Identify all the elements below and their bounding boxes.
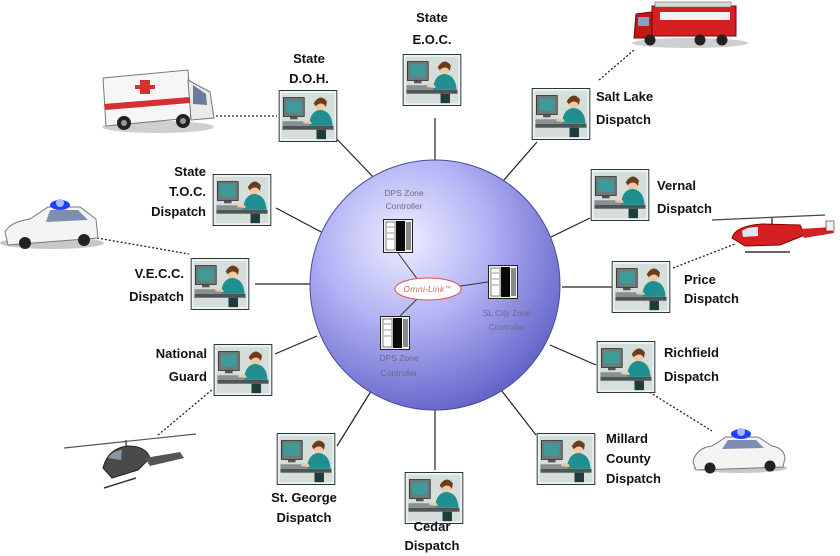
dispatch-workstation-icon [531, 88, 591, 140]
label-st-george-dispatch: St. George Dispatch [271, 490, 337, 525]
radio-link-helicopter-red [672, 243, 736, 269]
fire-truck-icon [632, 1, 748, 48]
link-st-george [336, 387, 374, 447]
dispatch-workstation-icon [596, 341, 656, 393]
radio-link-police-left [96, 237, 190, 255]
hub-connections [255, 118, 612, 470]
rack-server-icon [488, 265, 518, 299]
zone-controller-label: Controller [381, 368, 418, 378]
label-state-doh: State D.O.H. [289, 51, 329, 86]
svg-text:Dispatch: Dispatch [664, 369, 719, 384]
link-state-toc [275, 207, 326, 235]
svg-text:Cedar: Cedar [414, 519, 451, 534]
radio-links [96, 49, 736, 436]
svg-text:Millard: Millard [606, 431, 648, 446]
zone-controller-top: DPS Zone Controller [383, 188, 424, 253]
svg-text:D.O.H.: D.O.H. [289, 71, 329, 86]
link-millard [497, 385, 537, 436]
dispatch-workstation-icon [404, 472, 464, 524]
dispatch-workstation-icon [212, 174, 272, 226]
svg-text:State: State [293, 51, 325, 66]
svg-text:Vernal: Vernal [657, 178, 696, 193]
label-price-dispatch: Price Dispatch [684, 272, 739, 306]
medical-helicopter-icon [711, 214, 835, 253]
military-helicopter-icon [63, 433, 197, 489]
radio-link-fire-truck [598, 49, 635, 81]
svg-text:Dispatch: Dispatch [151, 204, 206, 219]
svg-text:State: State [174, 164, 206, 179]
svg-text:Dispatch: Dispatch [405, 538, 460, 553]
label-millard-county-dispatch: Millard County Dispatch [606, 431, 661, 486]
omni-link: Omni-Link™ [394, 252, 489, 317]
svg-text:T.O.C.: T.O.C. [169, 184, 206, 199]
svg-text:Richfield: Richfield [664, 345, 719, 360]
dispatch-workstation-icon [190, 258, 250, 310]
zone-controller-label: Controller [489, 322, 526, 332]
svg-text:Price: Price [684, 272, 716, 287]
police-car-icon [0, 199, 104, 249]
svg-text:National: National [156, 346, 207, 361]
svg-text:E.O.C.: E.O.C. [412, 32, 451, 47]
link-richfield [549, 344, 597, 366]
link-vernal [544, 217, 591, 241]
dispatch-workstation-icon [611, 261, 671, 313]
svg-text:Guard: Guard [169, 369, 207, 384]
label-state-eoc: State E.O.C. [412, 10, 451, 47]
svg-text:Dispatch: Dispatch [684, 291, 739, 306]
label-vecc-dispatch: V.E.C.C. Dispatch [129, 266, 184, 304]
svg-text:Dispatch: Dispatch [129, 289, 184, 304]
dispatch-workstation-icon [278, 90, 338, 142]
svg-text:Dispatch: Dispatch [277, 510, 332, 525]
link-national-guard [274, 335, 318, 355]
radio-link-police-right [645, 389, 713, 432]
ambulance-icon [102, 69, 215, 133]
police-car-icon [692, 428, 787, 474]
link-state-doh [331, 133, 378, 182]
label-cedar-dispatch: Cedar Dispatch [405, 519, 460, 553]
label-vernal-dispatch: Vernal Dispatch [657, 178, 712, 216]
zone-controller-bottom: DPS Zone Controller [379, 316, 419, 378]
dispatch-workstation-icon [213, 344, 273, 396]
label-richfield-dispatch: Richfield Dispatch [664, 345, 719, 384]
rack-server-icon [383, 219, 413, 253]
svg-text:Salt Lake: Salt Lake [596, 89, 653, 104]
label-national-guard: National Guard [156, 346, 207, 384]
svg-text:V.E.C.C.: V.E.C.C. [135, 266, 184, 281]
dispatch-workstation-icon [536, 433, 596, 485]
dispatch-workstation-icon [590, 169, 650, 221]
label-state-toc-dispatch: State T.O.C. Dispatch [151, 164, 206, 219]
svg-text:Dispatch: Dispatch [657, 201, 712, 216]
dispatch-workstation-icon [402, 54, 462, 106]
zone-controller-label: Controller [386, 201, 423, 211]
radio-link-helicopter-military [157, 388, 214, 436]
dispatch-workstation-icon [276, 433, 336, 485]
svg-text:Dispatch: Dispatch [606, 471, 661, 486]
svg-text:State: State [416, 10, 448, 25]
zone-controller-label: SL City Zone [483, 308, 532, 318]
zone-controller-label: DPS Zone [384, 188, 423, 198]
label-salt-lake-dispatch: Salt Lake Dispatch [596, 89, 653, 127]
svg-text:Dispatch: Dispatch [596, 112, 651, 127]
svg-text:County: County [606, 451, 652, 466]
zone-controller-right: SL City Zone Controller [483, 265, 532, 332]
omni-link-label: Omni-Link™ [404, 285, 453, 294]
rack-server-icon [380, 316, 410, 350]
zone-controller-label: DPS Zone [379, 353, 418, 363]
svg-text:St. George: St. George [271, 490, 337, 505]
